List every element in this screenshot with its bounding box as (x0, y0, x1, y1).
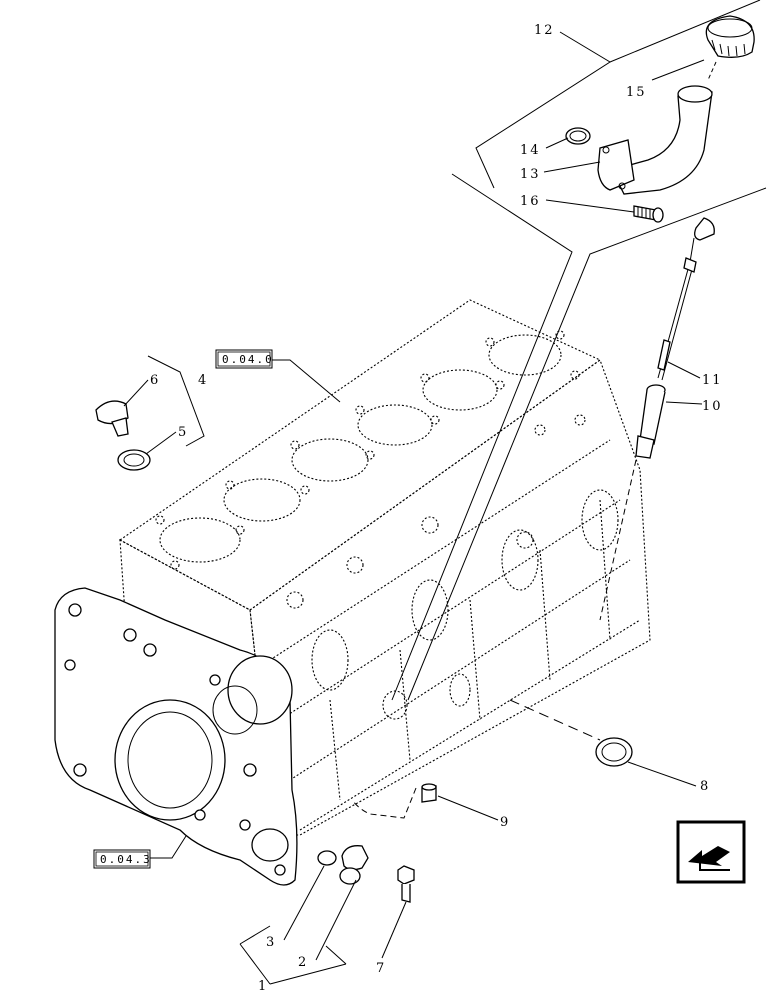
reference-label-bottom: 0.04.3 (100, 853, 152, 866)
washer-part-5 (117, 449, 151, 471)
callout-12: 12 (534, 23, 555, 38)
reference-box-top[interactable]: 0.04.0 (215, 349, 274, 369)
screw-part-16 (633, 205, 664, 223)
callout-14: 14 (520, 143, 541, 158)
callout-7: 7 (376, 961, 386, 976)
timing-cover (54, 587, 298, 886)
callout-4: 4 (198, 373, 208, 388)
back-arrow-icon[interactable] (676, 820, 746, 884)
dipstick-part-11 (657, 217, 715, 381)
bolt-part-7 (397, 865, 415, 903)
callout-13: 13 (520, 167, 541, 182)
callout-1: 1 (258, 979, 268, 994)
o-ring-part-3 (317, 850, 337, 866)
reference-box-bottom[interactable]: 0.04.3 (93, 849, 152, 869)
callout-2: 2 (298, 955, 308, 970)
callout-11: 11 (702, 373, 723, 388)
callout-16: 16 (520, 194, 541, 209)
pin-part-9 (421, 783, 437, 803)
callout-6: 6 (150, 373, 160, 388)
callout-8: 8 (700, 779, 710, 794)
engine-block (118, 299, 651, 836)
filler-cap-part-15 (705, 15, 755, 58)
leader-lines (123, 0, 767, 985)
callout-10: 10 (702, 399, 723, 414)
callout-5: 5 (178, 425, 188, 440)
filler-pipe-part-13 (597, 85, 713, 195)
o-ring-part-14 (565, 127, 591, 145)
plug-part-8 (595, 737, 633, 767)
dipstick-tube-part-10 (635, 384, 666, 459)
plug-part-6 (95, 400, 129, 437)
callout-3: 3 (266, 935, 276, 950)
callout-9: 9 (500, 815, 510, 830)
callout-15: 15 (626, 85, 647, 100)
callout-labels: 12 15 14 13 16 11 10 6 4 5 8 9 3 2 7 1 (150, 23, 723, 994)
flange-part-2 (339, 845, 369, 885)
reference-label-top: 0.04.0 (222, 353, 274, 366)
